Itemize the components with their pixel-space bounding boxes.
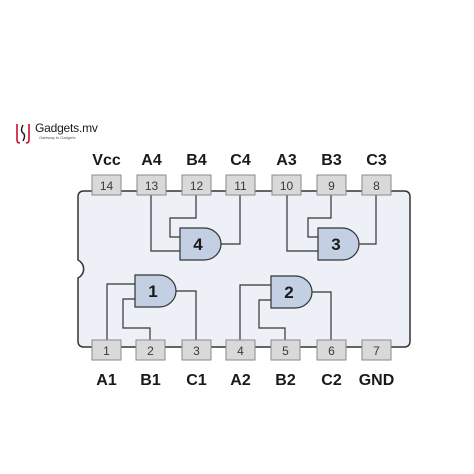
pin-label: A1	[96, 372, 117, 389]
bottom-pins: 1 A1 2 B1 3 C1 4 A2 5 B2 6 C2	[91, 339, 395, 389]
gate-3-label: 3	[331, 235, 340, 254]
pin-8: 8 C3	[361, 152, 392, 196]
pin-number: 6	[328, 344, 335, 358]
pin-number: 5	[282, 344, 289, 358]
and-gate-3: 3	[317, 227, 360, 261]
pin-number: 1	[103, 344, 110, 358]
pin-5: 5 B2	[270, 339, 301, 389]
pin-4: 4 A2	[225, 339, 256, 389]
chip-body	[77, 190, 411, 348]
brand-name: Gadgets.mv	[35, 121, 98, 135]
pin-7: 7 GND	[359, 339, 395, 389]
pin-label: B4	[186, 152, 207, 169]
gate-4-label: 4	[193, 235, 203, 254]
pin-6: 6 C2	[316, 339, 347, 389]
pin-number: 13	[145, 179, 159, 193]
pin-number: 14	[100, 179, 114, 193]
pin-number: 3	[193, 344, 200, 358]
pin-14: 14 Vcc	[91, 152, 122, 196]
pin-label: C3	[366, 152, 387, 169]
pin-number: 12	[190, 179, 204, 193]
pin-label: C4	[230, 152, 251, 169]
pin-1: 1 A1	[91, 339, 122, 389]
pin-label: B3	[321, 152, 342, 169]
and-gate-1: 1	[134, 274, 177, 308]
pin-number: 4	[237, 344, 244, 358]
top-pins: 14 Vcc 13 A4 12 B4 11 C4 10 A3 9 B3	[91, 152, 392, 196]
pin-13: 13 A4	[136, 152, 167, 196]
gadgets-logo-icon	[16, 124, 30, 144]
pin-3: 3 C1	[181, 339, 212, 389]
pin-label: Vcc	[92, 152, 121, 169]
pin-11: 11 C4	[225, 152, 256, 196]
pin-number: 11	[234, 179, 247, 193]
pin-label: GND	[359, 372, 395, 389]
brand-tagline: Gateway to Gadgets	[39, 135, 76, 140]
pin-label: C1	[186, 372, 207, 389]
pin-number: 9	[328, 179, 335, 193]
pin-number: 8	[373, 179, 380, 193]
pin-10: 10 A3	[271, 152, 302, 196]
pin-label: A4	[141, 152, 162, 169]
pin-label: C2	[321, 372, 342, 389]
pin-number: 7	[373, 344, 380, 358]
gate-1-label: 1	[148, 282, 157, 301]
pin-2: 2 B1	[135, 339, 166, 389]
pin-label: B1	[140, 372, 161, 389]
pin-label: A3	[276, 152, 297, 169]
wiring	[106, 191, 377, 347]
pin-12: 12 B4	[181, 152, 212, 196]
pin-label: B2	[275, 372, 296, 389]
pin-number: 2	[147, 344, 154, 358]
pin-9: 9 B3	[316, 152, 347, 196]
brand-logo: Gadgets.mv Gateway to Gadgets	[14, 122, 98, 144]
pin-label: A2	[230, 372, 251, 389]
and-gate-4: 4	[179, 227, 222, 261]
pin-number: 10	[280, 179, 294, 193]
gate-2-label: 2	[284, 283, 293, 302]
and-gate-2: 2	[270, 275, 313, 309]
